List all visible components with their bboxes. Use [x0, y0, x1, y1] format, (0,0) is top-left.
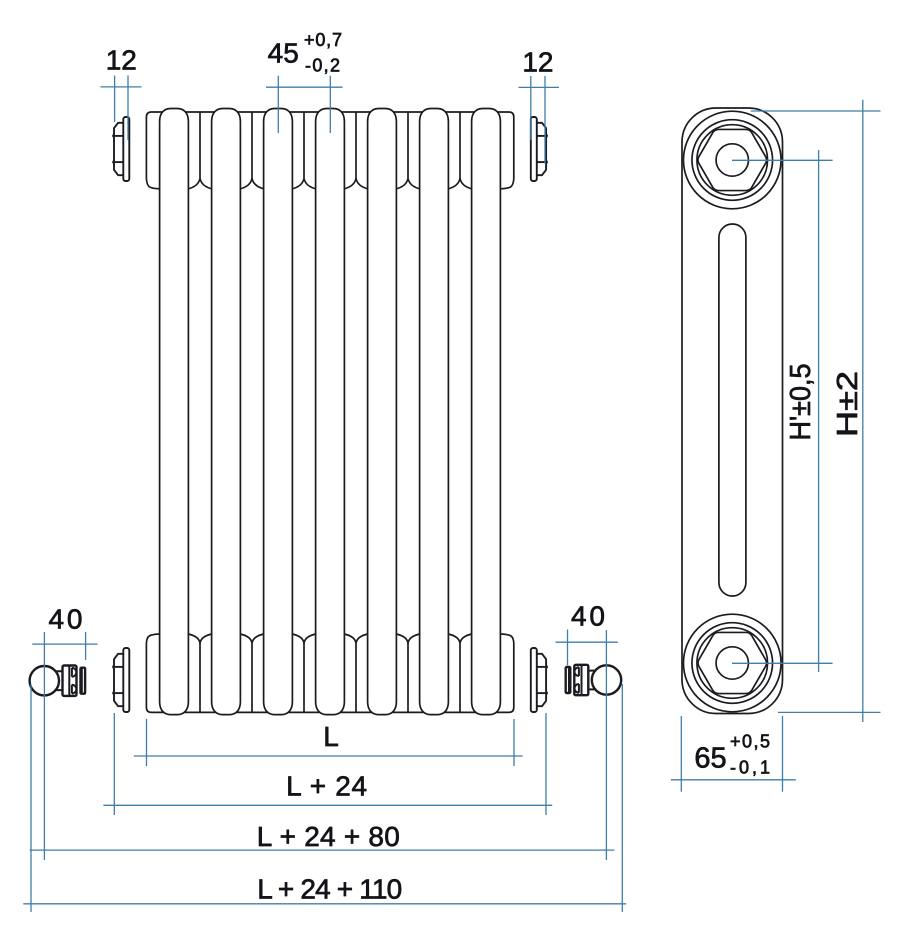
svg-text:L + 24: L + 24	[286, 771, 367, 802]
svg-text:+0,5: +0,5	[730, 732, 770, 752]
svg-text:12: 12	[522, 47, 553, 78]
svg-text:+0,7: +0,7	[304, 30, 342, 50]
svg-text:H±2: H±2	[832, 371, 864, 437]
svg-text:L + 24 + 110: L + 24 + 110	[257, 873, 402, 904]
svg-text:L: L	[323, 721, 339, 752]
svg-text:L + 24 + 80: L + 24 + 80	[257, 821, 400, 852]
svg-text:65: 65	[694, 743, 726, 775]
svg-text:H'±0,5: H'±0,5	[785, 364, 817, 441]
svg-text:45: 45	[268, 37, 299, 68]
svg-text:12: 12	[106, 45, 137, 76]
